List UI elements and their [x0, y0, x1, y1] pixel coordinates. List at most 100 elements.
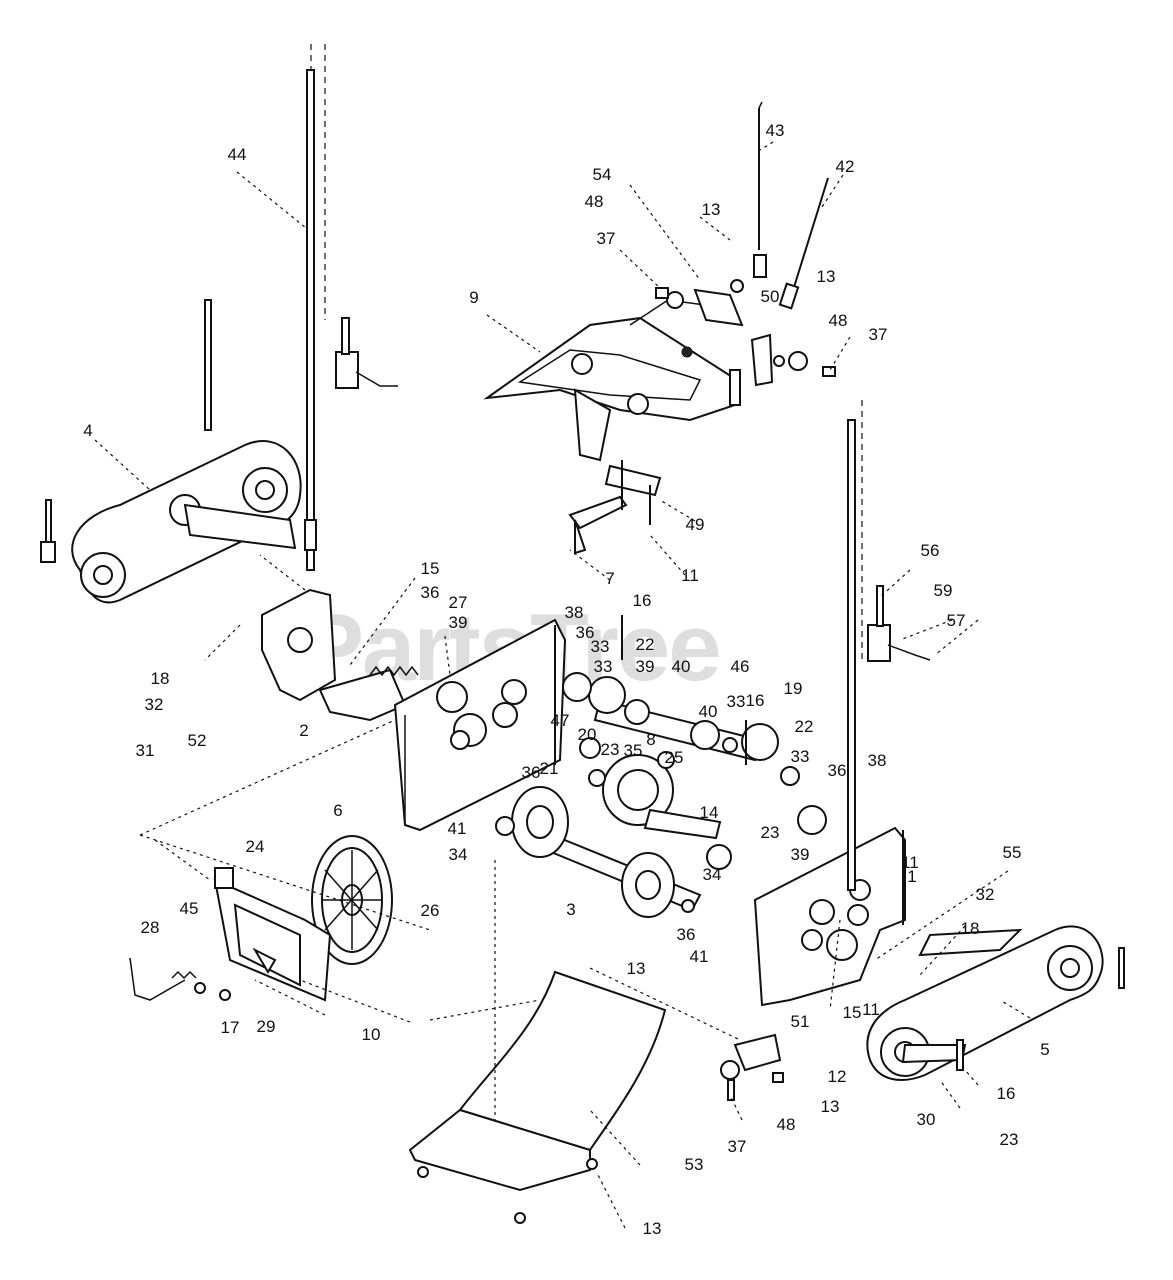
chain-case-5	[866, 925, 1125, 1081]
callout-15: 15	[843, 1003, 862, 1022]
callout-38: 38	[868, 751, 887, 770]
callout-5: 5	[1040, 1040, 1049, 1059]
spring-15	[369, 665, 419, 677]
callout-13: 13	[627, 959, 646, 978]
chain-case-4	[40, 299, 302, 604]
callout-44: 44	[228, 145, 247, 164]
callout-35: 35	[624, 741, 643, 760]
spring-28	[129, 957, 231, 1001]
callout-36: 36	[522, 763, 541, 782]
callout-43: 43	[766, 121, 785, 140]
gear-8	[602, 751, 722, 840]
callout-11: 11	[901, 853, 919, 872]
callout-8: 8	[646, 730, 655, 749]
callout-49: 49	[686, 515, 705, 534]
callout-56: 56	[921, 541, 940, 560]
control-rod-44	[304, 44, 326, 571]
callout-34: 34	[703, 865, 722, 884]
callout-40: 40	[672, 657, 691, 676]
callout-48: 48	[585, 192, 604, 211]
callout-16: 16	[633, 591, 652, 610]
callout-41: 41	[448, 819, 467, 838]
callout-52: 52	[188, 731, 207, 750]
callout-13: 13	[702, 200, 721, 219]
callout-10: 10	[362, 1025, 381, 1044]
wheel-6	[311, 835, 393, 965]
callout-41: 41	[690, 947, 709, 966]
callout-36: 36	[828, 761, 847, 780]
pivot-bracket-left	[335, 317, 398, 389]
callout-42: 42	[836, 157, 855, 176]
callout-34: 34	[449, 845, 468, 864]
main-shaft	[562, 615, 827, 835]
top-panel-9	[483, 299, 742, 462]
callout-36: 36	[421, 583, 440, 602]
callout-23: 23	[761, 823, 780, 842]
callout-21: 21	[540, 759, 559, 778]
callout-50: 50	[761, 287, 780, 306]
callout-26: 26	[421, 901, 440, 920]
callout-18: 18	[151, 669, 170, 688]
callout-30: 30	[917, 1110, 936, 1129]
callout-7: 7	[605, 569, 614, 588]
callout-28: 28	[141, 918, 160, 937]
callout-39: 39	[449, 613, 468, 632]
callout-36: 36	[576, 623, 595, 642]
callout-37: 37	[597, 229, 616, 248]
callout-59: 59	[934, 581, 953, 600]
callout-33: 33	[591, 637, 610, 656]
callout-12: 12	[828, 1067, 847, 1086]
callout-4: 4	[83, 421, 92, 440]
bracket-10	[213, 867, 332, 1002]
callout-37: 37	[728, 1137, 747, 1156]
callout-39: 39	[636, 657, 655, 676]
callout-48: 48	[777, 1115, 796, 1134]
callout-33: 33	[594, 657, 613, 676]
pivot-bracket-right	[867, 585, 931, 662]
callout-24: 24	[246, 837, 265, 856]
callout-29: 29	[257, 1017, 276, 1036]
housing-2	[393, 618, 567, 832]
callout-11: 11	[681, 566, 699, 585]
shield-53	[408, 970, 667, 1224]
callout-54: 54	[593, 165, 612, 184]
cable-43	[753, 101, 767, 278]
callout-17: 17	[221, 1018, 240, 1037]
callout-13: 13	[643, 1219, 662, 1238]
callout-27: 27	[449, 593, 468, 612]
control-rod-right	[847, 400, 863, 891]
rod-42	[778, 177, 829, 310]
callout-22: 22	[795, 717, 814, 736]
callout-16: 16	[997, 1084, 1016, 1103]
callout-6: 6	[333, 801, 342, 820]
side-plate-1	[753, 826, 906, 1007]
callout-23: 23	[601, 740, 620, 759]
upper-bracket-54	[655, 279, 744, 327]
callout-13: 13	[817, 267, 836, 286]
callout-33: 33	[791, 747, 810, 766]
callout-18: 18	[961, 919, 980, 938]
callout-46: 46	[731, 657, 750, 676]
callout-36: 36	[677, 925, 696, 944]
callout-15: 15	[421, 559, 440, 578]
callout-20: 20	[578, 725, 597, 744]
callout-47: 47	[551, 711, 570, 730]
callout-37: 37	[869, 325, 888, 344]
callout-14: 14	[700, 803, 719, 822]
callout-22: 22	[636, 635, 655, 654]
callout-1: 1	[907, 867, 916, 886]
callout-38: 38	[565, 603, 584, 622]
callout-25: 25	[665, 748, 684, 767]
callout-23: 23	[1000, 1130, 1019, 1149]
bracket-51	[720, 1033, 784, 1101]
side-plate-52	[261, 588, 407, 722]
callout-32: 32	[145, 695, 164, 714]
callout-16: 16	[746, 691, 765, 710]
callout-13: 13	[821, 1097, 840, 1116]
callout-31: 31	[136, 741, 155, 760]
callout-3: 3	[566, 900, 575, 919]
leader-lines	[94, 141, 1031, 1229]
callout-33: 33	[727, 692, 746, 711]
